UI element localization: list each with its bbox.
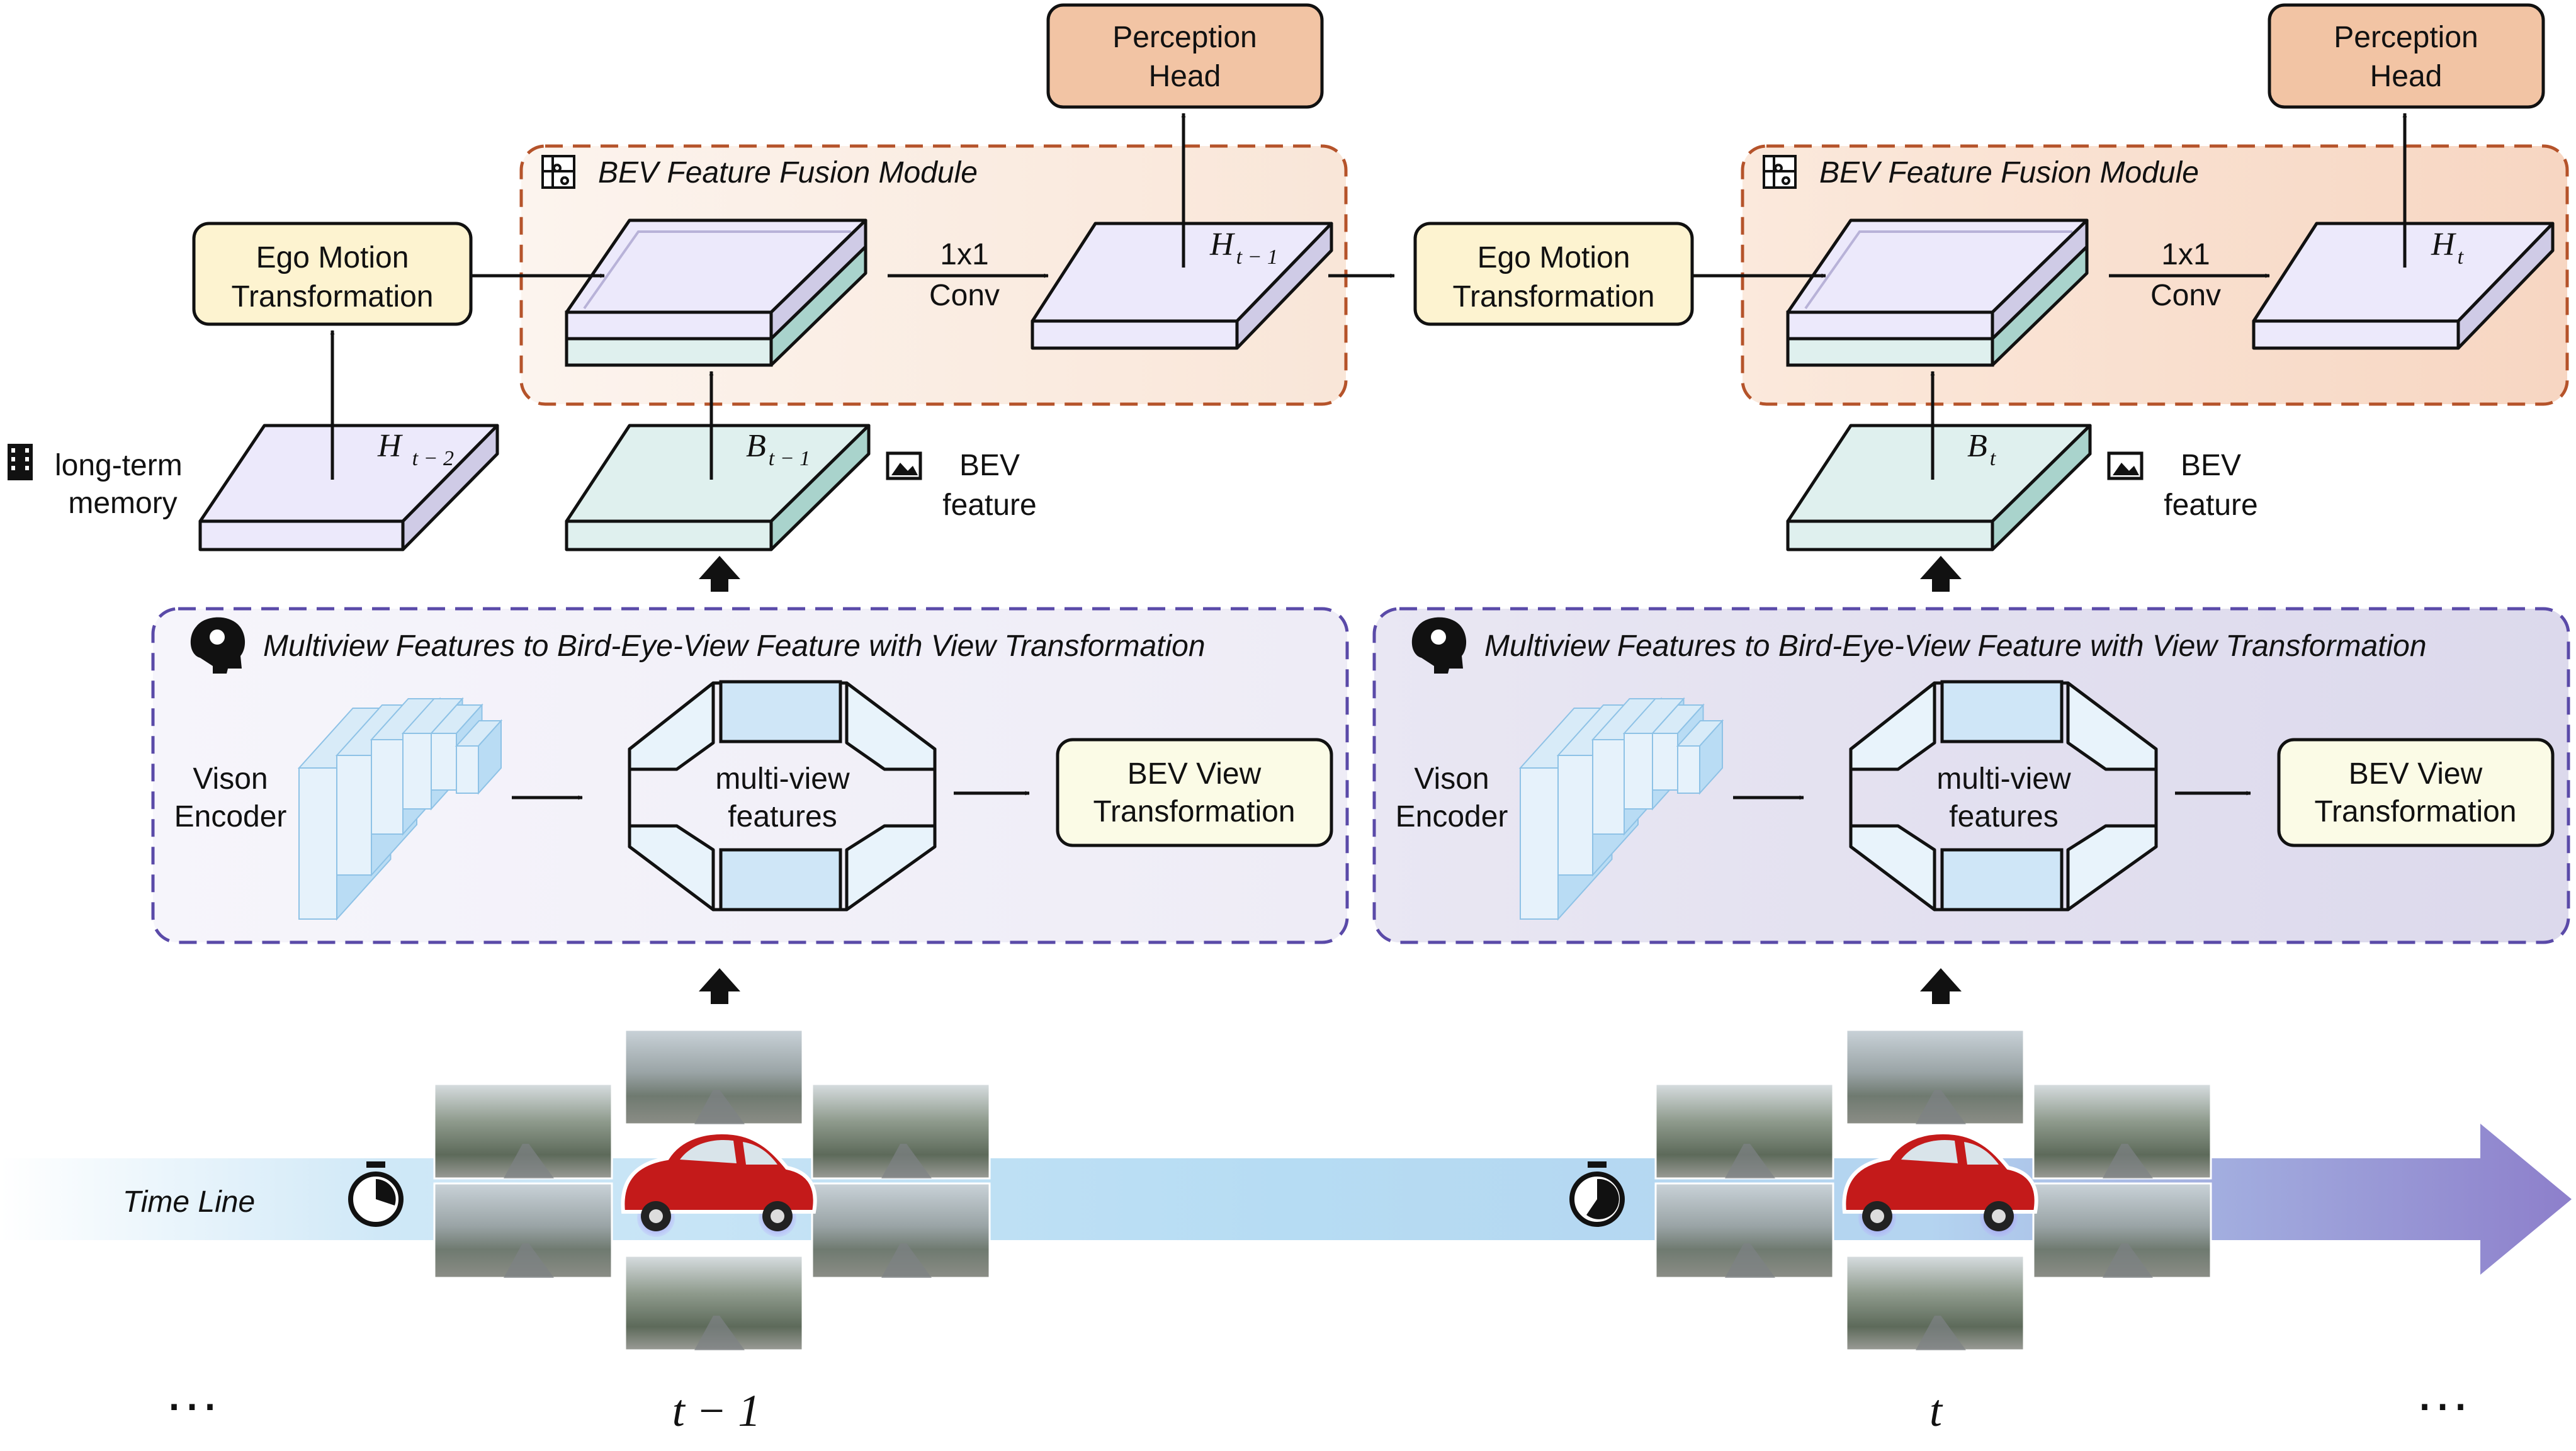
- timeline-label: Time Line: [123, 1185, 255, 1219]
- multiview-title: Multiview Features to Bird-Eye-View Feat…: [263, 630, 1206, 663]
- stopwatch-icon: [1569, 1161, 1625, 1227]
- ego-motion-box: [192, 222, 473, 326]
- multiview-features-octagon: [628, 680, 937, 912]
- fusion-title: BEV Feature Fusion Module: [598, 156, 978, 189]
- camera-views: [433, 1029, 991, 1352]
- fused-stack-tensor: [565, 218, 867, 367]
- left-ellipsis: …: [164, 1360, 220, 1423]
- multiview-panel: [1372, 607, 2570, 944]
- long-term-memory: long-term memory H t − 2: [8, 424, 499, 551]
- vision-encoder-stack: [1518, 697, 1724, 921]
- right-ellipsis: …: [2414, 1360, 2471, 1423]
- fused-stack-tensor: [1786, 218, 2089, 367]
- bev-view-transformation-box: [1056, 738, 1333, 847]
- camera-views: [1654, 1029, 2212, 1352]
- history-tensor-prev: [198, 424, 499, 551]
- film-icon: [8, 444, 33, 480]
- memory-label: long-term memory: [55, 449, 191, 520]
- ego-motion-box: [1413, 222, 1694, 326]
- multiview-title: Multiview Features to Bird-Eye-View Feat…: [1484, 630, 2427, 663]
- puzzle-icon: [541, 155, 575, 189]
- timestep-block-prev: Multiview Features to Bird-Eye-View Feat…: [151, 3, 1349, 1352]
- image-icon: [2107, 451, 2144, 480]
- up-arrow-icon: [699, 968, 740, 1004]
- step-label-curr: t: [1929, 1386, 1943, 1436]
- multiview-panel: [151, 607, 1349, 944]
- fusion-title: BEV Feature Fusion Module: [1819, 156, 2199, 189]
- step-label-prev: t − 1: [672, 1386, 761, 1436]
- vision-encoder-stack: [297, 697, 503, 921]
- bev-feature-tensor: [565, 424, 871, 551]
- car-icon: [621, 1131, 817, 1237]
- history-tensor-out: [1031, 222, 1333, 350]
- perception-head-box: [1046, 3, 1324, 109]
- brain-head-icon: [1411, 617, 1467, 674]
- bev-feature-tensor: [1786, 424, 2092, 551]
- timestep-block-curr: Multiview Features to Bird-Eye-View Feat…: [1372, 3, 2570, 1352]
- history-tensor-prev-label: H t − 2: [377, 428, 454, 470]
- up-arrow-icon: [1920, 968, 1962, 1004]
- history-tensor-out: [2252, 222, 2555, 350]
- car-icon: [1842, 1131, 2038, 1237]
- multiview-features-octagon: [1849, 680, 2158, 912]
- image-icon: [886, 451, 922, 480]
- stopwatch-icon: [348, 1161, 404, 1227]
- brain-head-icon: [190, 617, 246, 674]
- up-arrow-icon: [1920, 556, 1962, 592]
- puzzle-icon: [1763, 155, 1797, 189]
- up-arrow-icon: [699, 556, 740, 592]
- bev-view-transformation-box: [2277, 738, 2555, 847]
- perception-head-box: [2268, 3, 2545, 109]
